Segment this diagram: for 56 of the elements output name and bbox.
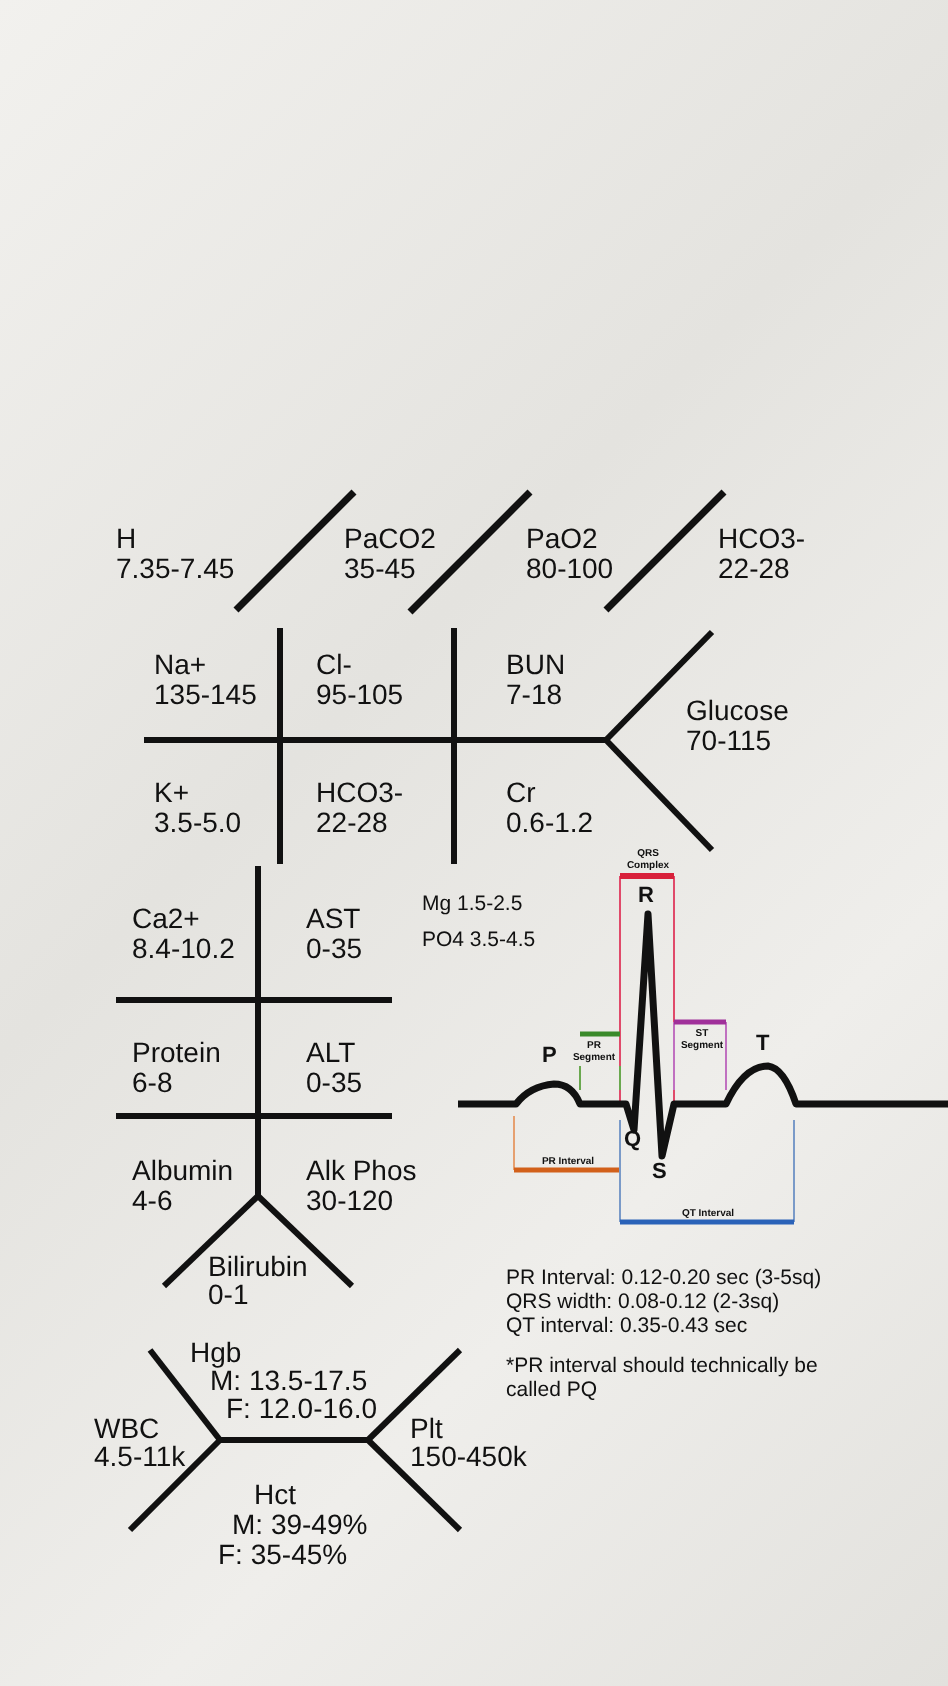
analyte-name: Ca2+ xyxy=(132,904,200,932)
reference-range: 70-115 xyxy=(686,726,772,754)
reference-range: 80-100 xyxy=(526,554,614,582)
analyte-name: AST xyxy=(306,904,361,932)
reference-range: 6-8 xyxy=(132,1068,173,1096)
analyte-name: PaO2 xyxy=(526,524,598,552)
analyte-name: Albumin xyxy=(132,1156,234,1184)
analyte-name: Hct xyxy=(254,1480,296,1508)
reference-range: 22-28 xyxy=(718,554,790,582)
reference-range: 0-35 xyxy=(306,1068,363,1096)
analyte-name: K+ xyxy=(154,778,190,806)
analyte-name: Protein xyxy=(132,1038,221,1066)
reference-range: 22-28 xyxy=(316,808,388,836)
analyte-name: H xyxy=(116,524,137,552)
reference-range: M: 39-49% xyxy=(232,1510,368,1538)
analyte-name: Hgb xyxy=(190,1338,242,1366)
reference-range: 150-450k xyxy=(410,1442,527,1470)
reference-range: F: 35-45% xyxy=(218,1540,348,1568)
wave-label: R xyxy=(638,884,654,908)
reference-range: 7.35-7.45 xyxy=(116,554,235,582)
reference-range: 30-120 xyxy=(306,1186,394,1214)
reference-range: 4.5-11k xyxy=(94,1442,186,1470)
reference-range: 3.5-5.0 xyxy=(154,808,242,836)
analyte-name: BUN xyxy=(506,650,566,678)
analyte-name: Bilirubin xyxy=(208,1252,308,1280)
analyte-name: ALT xyxy=(306,1038,356,1066)
analyte-name: Cr xyxy=(506,778,536,806)
analyte-name: WBC xyxy=(94,1414,160,1442)
reference-range: 0-35 xyxy=(306,934,363,962)
note-text: QRS width: 0.08-0.12 (2-3sq) xyxy=(506,1290,780,1314)
analyte-name: Alk Phos xyxy=(306,1156,417,1184)
reference-range: 0-1 xyxy=(208,1280,249,1308)
note-text: PR Interval: 0.12-0.20 sec (3-5sq) xyxy=(506,1266,822,1290)
analyte-name: PaCO2 xyxy=(344,524,436,552)
analyte-name: Cl- xyxy=(316,650,352,678)
wave-label: P xyxy=(542,1044,557,1068)
analyte-name: HCO3- xyxy=(316,778,404,806)
reference-range: 0.6-1.2 xyxy=(506,808,594,836)
analyte-name: Glucose xyxy=(686,696,789,724)
analyte-name: Na+ xyxy=(154,650,207,678)
reference-range: PO4 3.5-4.5 xyxy=(422,928,536,952)
reference-range: 135-145 xyxy=(154,680,257,708)
reference-range: 95-105 xyxy=(316,680,404,708)
analyte-name: Plt xyxy=(410,1414,443,1442)
wave-label: T xyxy=(756,1032,770,1056)
reference-range: F: 12.0-16.0 xyxy=(226,1394,377,1422)
note-text: QT interval: 0.35-0.43 sec xyxy=(506,1314,748,1338)
reference-range: Mg 1.5-2.5 xyxy=(422,892,523,916)
note-text: *PR interval should technically be called PQ xyxy=(506,1354,820,1402)
wave-label: S xyxy=(652,1160,667,1184)
reference-range: M: 13.5-17.5 xyxy=(210,1366,368,1394)
reference-range: 4-6 xyxy=(132,1186,173,1214)
analyte-name: HCO3- xyxy=(718,524,806,552)
reference-range: 8.4-10.2 xyxy=(132,934,235,962)
reference-range: 7-18 xyxy=(506,680,563,708)
reference-range: 35-45 xyxy=(344,554,416,582)
